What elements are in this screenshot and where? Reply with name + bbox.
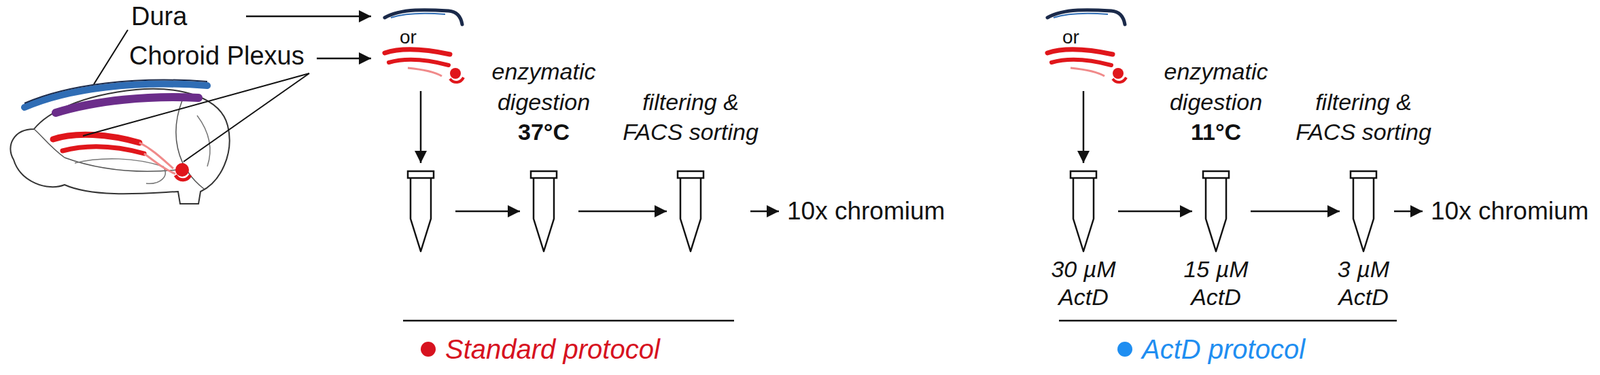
output-node: 10x chromium [1430, 197, 1591, 227]
tube-node: enzymatic digestion11°C15 µM ActD [1203, 169, 1229, 253]
step-label-group: filtering & FACS sorting [1290, 87, 1437, 147]
step-label-group: enzymatic digestion11°C [1143, 56, 1290, 147]
arrow [1082, 91, 1085, 164]
tube-cap [1203, 171, 1229, 179]
dura-icon [384, 10, 463, 25]
tube [1203, 169, 1229, 253]
step-label: filtering & FACS sorting [1290, 87, 1437, 147]
tube-body [1205, 178, 1227, 252]
group-line [1058, 320, 1397, 323]
text-label: Choroid Plexus [129, 42, 305, 71]
tube [1350, 169, 1377, 253]
arrow [246, 15, 372, 18]
step-label-group: enzymatic digestion37°C [471, 56, 618, 147]
leader-line [82, 73, 310, 136]
arrow [420, 91, 423, 164]
connector-arrow [1394, 210, 1423, 213]
tube [677, 169, 704, 253]
arrow [455, 210, 520, 213]
mouse-brain [10, 80, 230, 204]
leader-line [93, 29, 128, 85]
concentration-label: 30 µM ActD [1041, 255, 1127, 312]
step-label: enzymatic digestion [471, 56, 618, 117]
tube [530, 169, 557, 253]
tube-cap [530, 171, 557, 179]
output-node: 10x chromium [787, 197, 947, 227]
tube-node: filtering & FACS sorting3 µM ActD [1350, 169, 1377, 253]
concentration-label: 3 µM ActD [1321, 255, 1407, 312]
tube-body [680, 178, 701, 252]
concentration-group: 30 µM ActD [1041, 255, 1127, 312]
legend-item: Standard protocol [420, 333, 660, 366]
step-label: 37°C [471, 116, 618, 147]
concentration-group: 3 µM ActD [1321, 255, 1407, 312]
step-label: filtering & FACS sorting [617, 87, 764, 147]
tube-node: 30 µM ActD [1070, 169, 1097, 253]
tube-body [533, 178, 554, 252]
connector-arrow [1118, 210, 1193, 213]
tube-cap [677, 171, 704, 179]
connector-arrow [1250, 210, 1340, 213]
choroid-plexus-icon [1047, 49, 1127, 83]
output-label: 10x chromium [787, 197, 947, 227]
tube-body [1073, 178, 1094, 252]
concentration-label: 15 µM ActD [1173, 255, 1259, 312]
output-label: 10x chromium [1430, 197, 1591, 227]
tube-node: enzymatic digestion37°C [530, 169, 557, 253]
text-label: or [1062, 27, 1080, 49]
step-label: enzymatic digestion [1143, 56, 1290, 117]
step-label-group: filtering & FACS sorting [617, 87, 764, 147]
step-label: 11°C [1143, 116, 1290, 147]
text-label: or [399, 27, 417, 49]
arrow [316, 57, 372, 60]
legend-swatch [420, 341, 436, 357]
connector-arrow [750, 210, 779, 213]
choroid-plexus-icon [384, 49, 464, 83]
text-label: Dura [131, 2, 187, 32]
tube-body [1353, 178, 1374, 252]
leader-line [183, 73, 310, 162]
tube-cap [1070, 171, 1097, 179]
tube-node: filtering & FACS sorting [677, 169, 704, 253]
group-line [403, 320, 735, 323]
legend-text: Standard protocol [445, 333, 660, 366]
dura-icon [1047, 10, 1125, 25]
legend-swatch [1117, 341, 1133, 357]
tube [407, 171, 434, 252]
legend-text: ActD protocol [1141, 333, 1306, 366]
connector-arrow [578, 210, 667, 213]
legend-item: ActD protocol [1117, 333, 1306, 366]
tube-cap [1350, 171, 1377, 179]
tube [1070, 169, 1097, 253]
concentration-group: 15 µM ActD [1173, 255, 1259, 312]
